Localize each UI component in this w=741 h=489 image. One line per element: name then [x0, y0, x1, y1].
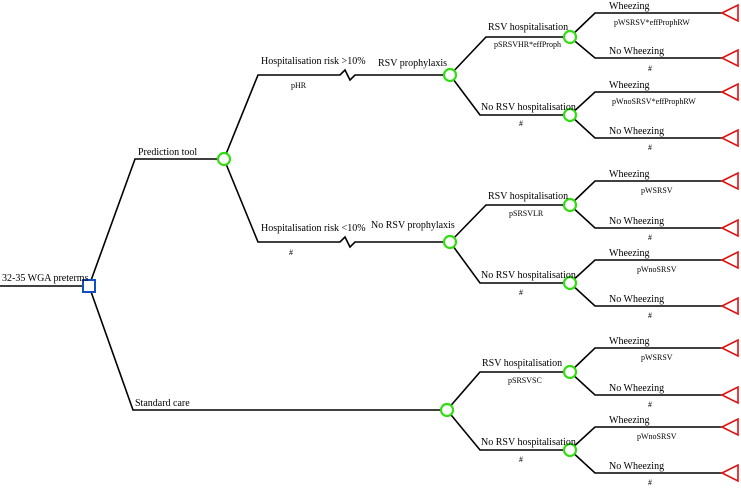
a1-wheezing-prob: pWSRSV*effProphRW — [614, 18, 690, 27]
chance-node-prophylaxis — [442, 67, 458, 83]
prediction-tool-edge — [88, 158, 224, 287]
a2-wheezing-label: Wheezing — [609, 80, 650, 91]
terminal-node-c1-no-wheezing — [720, 385, 739, 405]
c2-no-wheezing-prob: # — [648, 478, 652, 487]
group-a-hosp-edge — [449, 36, 570, 76]
a2-no-wheezing-prob: # — [648, 143, 652, 152]
a2-wheezing-edge — [569, 91, 722, 116]
a2-no-wheezing-label: No Wheezing — [609, 126, 664, 137]
b1-no-wheezing-edge — [569, 204, 722, 229]
terminal-node-c2-wheezing — [720, 417, 739, 437]
group-c-no-hosp-prob: # — [519, 455, 523, 464]
b1-no-wheezing-prob: # — [648, 233, 652, 242]
standard-care-label: Standard care — [135, 398, 190, 409]
terminal-node-c1-wheezing — [720, 338, 739, 358]
terminal-node-b1-no-wheezing — [720, 218, 739, 238]
standard-care-edge — [88, 285, 447, 411]
a1-wheezing-label: Wheezing — [609, 1, 650, 12]
chance-node-no-prophylaxis — [442, 234, 458, 250]
group-c-hosp-edge — [446, 371, 570, 411]
group-b-hosp-edge — [449, 204, 570, 243]
c2-wheezing-prob: pWnoSRSV — [637, 432, 677, 441]
low-risk-label: Hospitalisation risk <10% — [261, 223, 366, 234]
b1-wheezing-edge — [569, 180, 722, 206]
group-a-hosp-label: RSV hospitalisation — [488, 22, 568, 33]
group-b-no-hosp-edge — [449, 241, 570, 284]
b2-no-wheezing-edge — [569, 282, 722, 307]
chance-node-a2 — [562, 107, 578, 123]
chance-node-b2 — [562, 275, 578, 291]
b2-no-wheezing-prob: # — [648, 311, 652, 320]
b2-wheezing-edge — [569, 259, 722, 284]
a1-no-wheezing-label: No Wheezing — [609, 46, 664, 57]
c1-no-wheezing-prob: # — [648, 400, 652, 409]
tree-nodes — [82, 3, 739, 483]
c2-no-wheezing-edge — [569, 449, 722, 474]
high-risk-prob: pHR — [291, 81, 307, 90]
a1-wheezing-edge — [569, 12, 722, 38]
terminal-node-b2-no-wheezing — [720, 296, 739, 316]
c2-no-wheezing-label: No Wheezing — [609, 461, 664, 472]
prophylaxis-label: RSV prophylaxis — [378, 58, 447, 69]
group-b-no-hosp-prob: # — [519, 288, 523, 297]
chance-node-prediction-tool — [216, 151, 232, 167]
group-a-no-hosp-prob: # — [519, 119, 523, 128]
high-risk-label: Hospitalisation risk >10% — [261, 56, 366, 67]
b1-wheezing-label: Wheezing — [609, 169, 650, 180]
terminal-node-a1-no-wheezing — [720, 48, 739, 68]
group-b-hosp-label: RSV hospitalisation — [488, 191, 568, 202]
group-b-no-hosp-label: No RSV hospitalisation — [481, 270, 576, 281]
terminal-node-b2-wheezing — [720, 250, 739, 270]
chance-node-a1 — [562, 29, 578, 45]
b1-wheezing-prob: pWSRSV — [641, 186, 673, 195]
group-a-no-hosp-edge — [449, 74, 570, 116]
chance-node-c2 — [562, 442, 578, 458]
c1-no-wheezing-edge — [569, 371, 722, 396]
low-risk-edge — [223, 158, 450, 249]
group-b-hosp-prob: pSRSVLR — [509, 209, 544, 218]
c1-wheezing-prob: pWSRSV — [641, 353, 673, 362]
b2-wheezing-prob: pWnoSRSV — [637, 265, 677, 274]
low-risk-prob: # — [289, 248, 293, 257]
terminal-node-a2-no-wheezing — [720, 128, 739, 148]
a2-no-wheezing-edge — [569, 114, 722, 139]
root-label: 32-35 WGA preterms — [2, 273, 89, 284]
tree-labels: 32-35 WGA preterms Prediction tool Stand… — [2, 1, 696, 487]
c2-wheezing-edge — [569, 426, 722, 451]
b2-wheezing-label: Wheezing — [609, 248, 650, 259]
chance-node-b1 — [562, 197, 578, 213]
a1-no-wheezing-edge — [569, 36, 722, 59]
tree-edges — [0, 12, 722, 474]
c1-wheezing-label: Wheezing — [609, 336, 650, 347]
a2-wheezing-prob: pWnoSRSV*effProphRW — [612, 97, 696, 106]
c2-wheezing-label: Wheezing — [609, 415, 650, 426]
a1-no-wheezing-prob: # — [648, 64, 652, 73]
chance-node-c1 — [562, 364, 578, 380]
c1-wheezing-edge — [569, 347, 722, 373]
b2-no-wheezing-label: No Wheezing — [609, 294, 664, 305]
high-risk-edge — [223, 68, 450, 160]
terminal-node-b1-wheezing — [720, 171, 739, 191]
terminal-node-a2-wheezing — [720, 82, 739, 102]
group-a-hosp-prob: pSRSVHR*effProph — [494, 40, 561, 49]
c1-no-wheezing-label: No Wheezing — [609, 383, 664, 394]
group-c-no-hosp-label: No RSV hospitalisation — [481, 437, 576, 448]
group-a-no-hosp-label: No RSV hospitalisation — [481, 102, 576, 113]
chance-node-standard-care — [439, 402, 455, 418]
decision-node — [82, 279, 96, 293]
no-prophylaxis-label: No RSV prophylaxis — [371, 220, 455, 231]
group-c-hosp-prob: pSRSVSC — [508, 376, 542, 385]
terminal-node-a1-wheezing — [720, 3, 739, 23]
prediction-tool-label: Prediction tool — [138, 147, 197, 158]
group-c-no-hosp-edge — [446, 409, 570, 451]
b1-no-wheezing-label: No Wheezing — [609, 216, 664, 227]
group-c-hosp-label: RSV hospitalisation — [482, 358, 562, 369]
terminal-node-c2-no-wheezing — [720, 463, 739, 483]
